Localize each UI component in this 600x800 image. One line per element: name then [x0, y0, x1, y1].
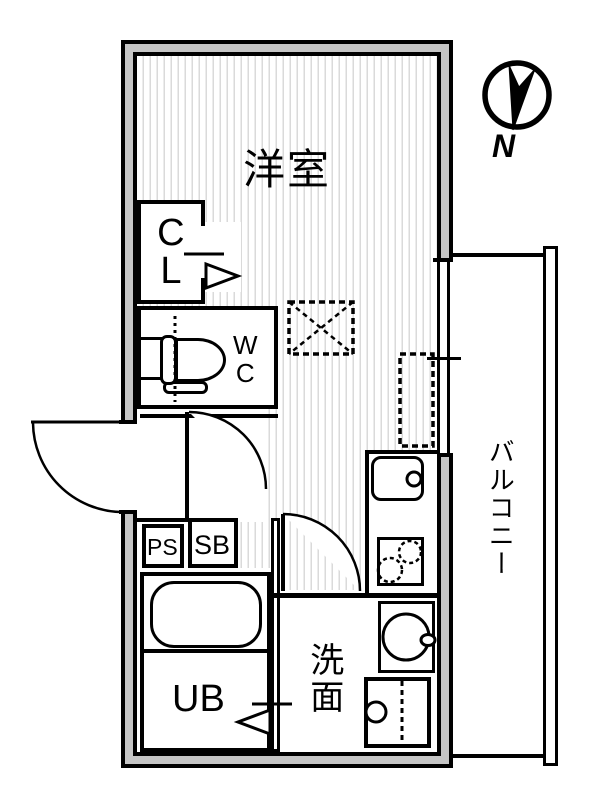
- closet-door-triangle: [204, 261, 243, 291]
- entrance-door-swing-arc: [31, 422, 122, 514]
- kitchen-top-line: [365, 450, 437, 454]
- balcony-bottom-line: [451, 754, 545, 758]
- entrance-opening: [119, 424, 138, 510]
- refrigerator-space: [398, 352, 435, 448]
- pipe-space-box: [142, 524, 184, 568]
- sink-faucet: [405, 470, 423, 488]
- washing-machine-drain: [364, 700, 388, 724]
- window-frame-top: [433, 258, 453, 262]
- washbasin-faucet: [419, 633, 437, 647]
- closet-label: CL: [149, 212, 192, 288]
- bath-divider: [140, 649, 271, 653]
- pipe-space-label: PS: [147, 534, 178, 560]
- entry-step-line: [137, 518, 189, 522]
- washroom-top-wall: [271, 593, 437, 598]
- toilet-lid: [163, 381, 208, 394]
- window-frame-bottom: [433, 453, 453, 457]
- hall-door-swing-arc: [188, 410, 268, 490]
- hatch-box: [287, 300, 355, 356]
- toilet-counter-line-top: [140, 337, 164, 340]
- main-room-label: 洋室: [243, 146, 332, 193]
- balcony-label: バルコニー: [485, 438, 516, 578]
- unit-bath-label: UB: [172, 678, 225, 720]
- shoe-box: [188, 518, 238, 568]
- shoe-box-label: SB: [194, 530, 231, 560]
- toilet-counter-line-bottom: [140, 377, 164, 380]
- balcony-top-line: [451, 253, 545, 257]
- washroom-label: 洗面: [304, 642, 343, 716]
- entrance-frame-bottom: [119, 510, 140, 514]
- closet-door-gap: [199, 226, 207, 278]
- entrance-frame-top: [119, 420, 140, 424]
- bath-door-triangle: [233, 707, 272, 737]
- stove-burner-large: [376, 556, 404, 584]
- balcony-outer-wall: [543, 246, 558, 766]
- kitchen-left-line: [365, 450, 369, 593]
- compass-needle: [508, 64, 536, 131]
- hatch-box-diagonal-1: [288, 301, 354, 355]
- bathtub: [150, 581, 262, 648]
- window-meeting-tick: [427, 357, 461, 360]
- hatch-box-diagonal-2: [288, 301, 354, 355]
- toilet-label: WC: [230, 330, 261, 386]
- toilet-bowl: [175, 338, 226, 382]
- stove-burner-small: [397, 539, 423, 565]
- washroom-door-swing-arc: [282, 512, 362, 592]
- washroom-left-wall: [271, 518, 280, 752]
- compass-north-label: N: [492, 128, 516, 164]
